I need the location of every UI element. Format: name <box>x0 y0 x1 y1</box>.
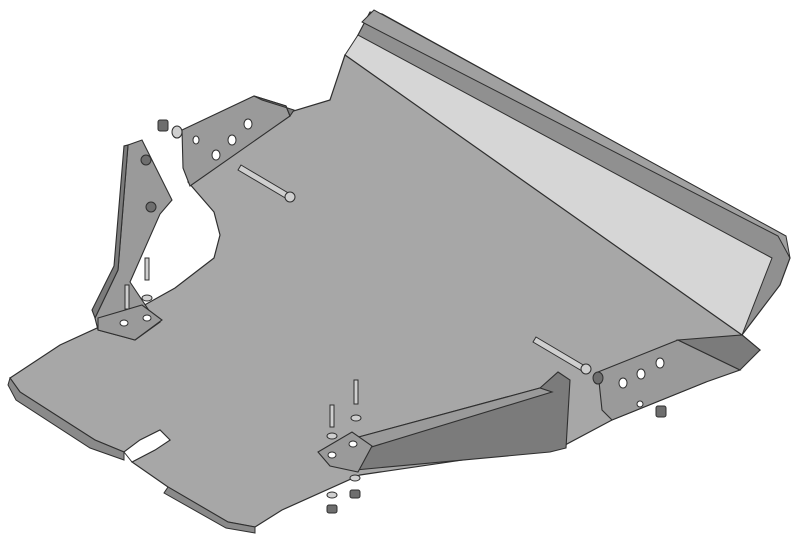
hardware-left <box>124 119 183 310</box>
nut-icon <box>326 504 338 514</box>
washer-icon <box>350 414 362 422</box>
left-mount-bracket-side <box>253 95 295 118</box>
right-mount-bracket <box>597 334 761 421</box>
washer-icon <box>592 371 604 385</box>
short-bolt-icon <box>124 284 130 310</box>
right-mount-bracket-side <box>675 334 761 371</box>
bracket-hole <box>192 135 200 145</box>
left-mount-bracket <box>181 95 295 187</box>
washer-icon <box>171 125 183 139</box>
washer-icon <box>349 474 361 482</box>
front-support-bracket <box>317 371 571 473</box>
front-support-bracket-foot <box>317 431 373 473</box>
bracket-hole <box>636 368 646 380</box>
bracket-hole <box>243 118 253 130</box>
long-bolt-upper <box>237 164 296 203</box>
left-vertical-bracket-foot <box>97 304 163 341</box>
skid-plate-notch <box>123 429 171 463</box>
bolt-head <box>284 191 296 203</box>
skid-plate-right-edge <box>163 486 256 534</box>
washer-icon <box>326 432 338 440</box>
skid-plate-front-edge <box>7 376 125 461</box>
bracket-hole <box>636 400 644 408</box>
bracket-hole <box>618 377 628 389</box>
bracket-hole <box>327 451 337 459</box>
bolt-head <box>580 363 592 375</box>
bracket-hole <box>655 357 665 369</box>
left-vertical-bracket-flange <box>91 144 129 320</box>
long-bolt-lower <box>532 336 604 385</box>
washer-icon <box>141 294 153 302</box>
nut-icon <box>145 201 157 213</box>
short-bolt-icon <box>144 257 150 281</box>
bracket-hole <box>142 314 152 322</box>
rear-wall <box>329 9 791 336</box>
nut-icon <box>140 154 152 166</box>
nut-icon <box>349 489 361 499</box>
short-bolt-icon <box>329 404 335 428</box>
left-vertical-bracket <box>91 139 173 341</box>
bracket-hole <box>211 149 221 161</box>
bracket-hole <box>227 134 237 146</box>
short-bolt-icon <box>353 379 359 405</box>
rear-wall-top-lip <box>361 9 791 259</box>
nut-icon <box>655 405 667 418</box>
bracket-hole <box>348 440 358 448</box>
hardware-right <box>326 379 667 514</box>
washer-icon <box>326 491 338 499</box>
nut-icon <box>157 119 169 132</box>
bracket-hole <box>119 319 129 327</box>
